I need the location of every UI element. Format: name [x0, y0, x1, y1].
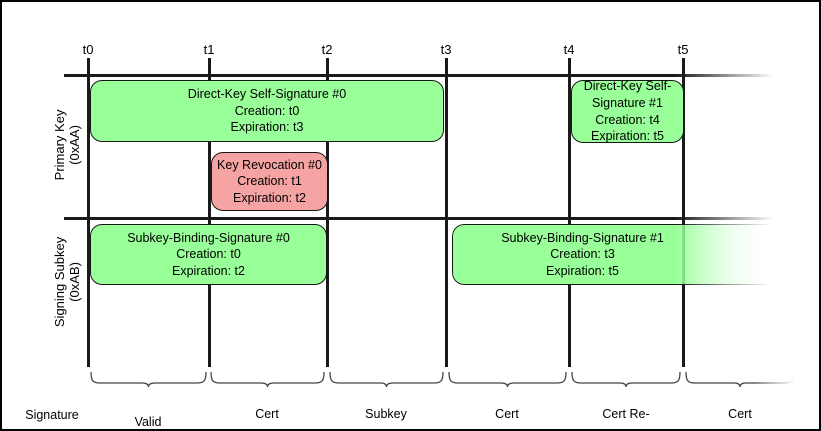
interval-label-line1: Cert Re- [602, 407, 650, 421]
interval-label-t4-t5: Cert Re- Validated [600, 392, 651, 429]
interval-label-t0-t1: Valid [134, 400, 162, 429]
row-label-signing-subkey-line2: (0xAB) [67, 262, 82, 302]
signature-creation: Creation: t3 [550, 247, 615, 262]
primary-key-row-top-line [64, 74, 774, 77]
signature-expiration: Expiration: t2 [233, 190, 306, 205]
tick-label-t5: t5 [677, 42, 689, 57]
timeline-tick-line-t5 [682, 58, 685, 367]
signature-expiration: Expiration: t5 [546, 263, 619, 278]
tick-label-t3: t3 [440, 42, 452, 57]
timeline-tick-line-t2 [326, 58, 329, 367]
signature-title: Key Revocation #0 [217, 157, 322, 172]
signature-box-subkey-binding-signature-1[interactable]: Subkey-Binding-Signature #1 Creation: t3… [452, 224, 772, 285]
tick-label-t2: t2 [321, 42, 333, 57]
signing-subkey-row-top-line [64, 217, 774, 220]
tick-label-t4: t4 [563, 42, 575, 57]
row-label-primary-key-line1: Primary Key [52, 109, 68, 181]
signature-title: Direct-Key Self-Signature #0 [187, 87, 347, 102]
interval-bracket-t3-t4 [448, 371, 567, 387]
interval-bracket-t1-t2 [210, 371, 325, 387]
interval-label-line1: Subkey [365, 407, 407, 421]
interval-bracket-t0-t1 [90, 371, 207, 387]
signature-expiration: Expiration: t3 [230, 120, 304, 135]
interval-bracket-t4-t5 [571, 371, 681, 387]
interval-label-t3-t4: Cert Expired [486, 392, 528, 429]
row-label-primary-key: Primary Key (0xAA) [52, 75, 83, 215]
tick-label-t1: t1 [203, 42, 215, 57]
timeline-tick-line-t0 [87, 58, 90, 367]
row-label-primary-key-line2: (0xAA) [67, 125, 82, 165]
signature-box-subkey-binding-signature-0[interactable]: Subkey-Binding-Signature #0 Creation: t0… [90, 224, 327, 285]
signature-title-line2: Signature #1 [592, 95, 663, 110]
signature-box-key-revocation-0[interactable]: Key Revocation #0 Creation: t1 Expiratio… [211, 152, 328, 211]
interval-label-line1: Valid [134, 415, 162, 429]
interval-label-line1: Cert [255, 407, 279, 421]
row-label-signing-subkey: Signing Subkey (0xAB) [52, 204, 83, 360]
interval-bracket-t2-t3 [329, 371, 444, 387]
signature-box-direct-key-self-signature-0[interactable]: Direct-Key Self-Signature #0 Creation: t… [90, 80, 444, 142]
signature-creation: Creation: t0 [234, 103, 300, 118]
signature-title-line1: Direct-Key Self- [583, 79, 672, 94]
signature-expiration: Expiration: t2 [172, 263, 245, 278]
footer-caption: Signature by 0xAB [16, 392, 88, 429]
signature-creation: Creation: t4 [595, 112, 660, 127]
footer-caption-line1: Signature [25, 407, 79, 422]
signature-expiration: Expiration: t5 [591, 129, 664, 144]
tick-label-t0: t0 [82, 42, 94, 57]
timeline-tick-line-t4 [568, 58, 571, 367]
interval-label-t2-t3: Subkey Expired [365, 392, 407, 429]
signature-creation: Creation: t1 [237, 174, 302, 189]
timeline-tick-line-t3 [445, 58, 448, 367]
signature-title: Subkey-Binding-Signature #0 [127, 230, 290, 245]
signature-title: Subkey-Binding-Signature #1 [501, 230, 664, 245]
signature-box-direct-key-self-signature-1[interactable]: Direct-Key Self- Signature #1 Creation: … [571, 79, 684, 144]
signature-creation: Creation: t0 [176, 247, 241, 262]
row-label-signing-subkey-line1: Signing Subkey [52, 236, 68, 328]
timeline-tick-line-t1 [208, 58, 211, 367]
interval-bracket-t5-end [685, 371, 795, 387]
interval-label-line1: Cert [728, 407, 752, 421]
interval-label-t5-end: Cert Expired [719, 392, 761, 429]
interval-label-t1-t2: Cert Revoked [242, 392, 291, 429]
interval-label-line1: Cert [495, 407, 519, 421]
